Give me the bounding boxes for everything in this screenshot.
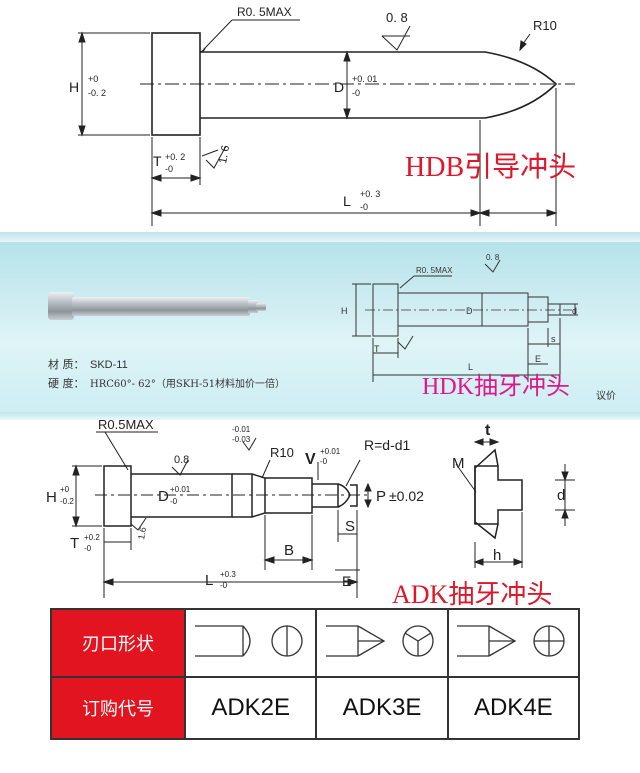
adk-r-formula: R=d-d1 xyxy=(364,437,411,453)
divider-middle xyxy=(0,412,640,420)
adk-side-h-label: h xyxy=(493,547,501,564)
hdk-h-label: H xyxy=(341,306,348,316)
hdb-rmax-label: R0. 5MAX xyxy=(237,5,292,19)
flat-tip-icon xyxy=(194,624,303,657)
tip-shape-header: 刃口形状 xyxy=(50,608,186,678)
quad-tip-icon xyxy=(457,624,565,657)
adk-t-label: T xyxy=(70,535,79,552)
hdk-punch-photo xyxy=(48,292,266,320)
hdb-r10-label: R10 xyxy=(533,18,557,33)
adk-v-tol-bot: -0 xyxy=(320,457,328,466)
hdk-price-note: 议价 xyxy=(596,390,616,402)
hdk-e-label: E xyxy=(535,354,541,364)
adk-v-label: V xyxy=(305,451,316,468)
adk-rough-label: 1.6 xyxy=(136,526,148,540)
adk-body xyxy=(131,473,233,518)
adk-side-m-label: M xyxy=(452,455,465,472)
adk-side-view xyxy=(474,465,523,525)
hdk-surface-label: 0. 8 xyxy=(486,253,500,262)
adk-h-tol-bot: -0.2 xyxy=(60,497,74,506)
hdk-dsmall-label: d xyxy=(572,306,577,316)
adk-l-tol-top: +0.3 xyxy=(220,570,236,579)
hdb-t-tol-bot: -0 xyxy=(165,164,173,174)
hdb-shank xyxy=(200,51,558,119)
hdk-drawing: R0. 5MAX 0. 8 H D d T s E L 材 质： SKD-11 … xyxy=(48,253,616,402)
hdk-material-label: 材 质： xyxy=(48,357,85,371)
tri-tip-icon xyxy=(325,624,434,657)
hdb-surface-label: 0. 8 xyxy=(386,10,408,25)
adk-head xyxy=(103,465,132,527)
hdb-title: HDB引导冲头 xyxy=(405,151,576,183)
hdk-l-label: L xyxy=(468,362,473,372)
adk-t-tol-bot: -0 xyxy=(84,544,92,553)
hdk-s-label: s xyxy=(551,334,556,344)
shape-cell-2e xyxy=(183,608,318,678)
adk-b-label: B xyxy=(284,542,294,559)
shape-cell-3e xyxy=(315,608,449,678)
hdk-hardness-label: 硬 度： xyxy=(48,376,85,390)
hdk-material-value: SKD-11 xyxy=(90,359,128,371)
order-code-row: 订购代号 ADK2E ADK3E ADK4E xyxy=(50,676,581,740)
adk-step-tol-top: -0.01 xyxy=(232,425,251,434)
hdk-hardness-value: HRC60°- 62°（用SKH-51材料加价一倍） xyxy=(90,377,285,390)
hdb-d-tol-bot: -0 xyxy=(352,88,360,98)
adk-h-label: H xyxy=(46,489,57,506)
hdb-h-tol-bot: -0. 2 xyxy=(88,88,106,98)
adk-d-tol-bot: -0 xyxy=(170,497,178,506)
order-code-3e: ADK3E xyxy=(315,676,449,740)
hdk-d-label: D xyxy=(466,306,473,316)
adk-side-d-label: d xyxy=(557,487,565,504)
hdb-t-label: T xyxy=(153,153,162,169)
hdb-panel: R0. 5MAX 0. 8 R10 H +0 -0. 2 D +0. 01 -0… xyxy=(0,0,640,232)
adk-p-tol: ±0.02 xyxy=(389,488,424,504)
hdb-drawing: R0. 5MAX 0. 8 R10 H +0 -0. 2 D +0. 01 -0… xyxy=(69,5,576,226)
adk-d-tol-top: +0.01 xyxy=(170,485,191,494)
order-code-header: 订购代号 xyxy=(50,676,186,740)
divider-top xyxy=(0,232,640,242)
adk-title: ADK抽牙冲头 xyxy=(392,580,552,609)
adk-step-tol-bot: -0.03 xyxy=(232,435,251,444)
adk-h-tol-top: +0 xyxy=(60,485,70,494)
hdb-d-tol-top: +0. 01 xyxy=(352,74,377,84)
adk-surface-label: 0.8 xyxy=(174,454,189,466)
adk-d-label: D xyxy=(158,488,169,505)
adk-e-label: E xyxy=(342,573,351,589)
order-code-2e: ADK2E xyxy=(183,676,318,740)
hdk-title: HDK抽牙冲头 xyxy=(422,373,570,400)
hdk-panel: R0. 5MAX 0. 8 H D d T s E L 材 质： SKD-11 … xyxy=(0,242,640,412)
hdb-l-tol-top: +0. 3 xyxy=(360,189,380,199)
adk-rmax-label: R0.5MAX xyxy=(98,420,154,432)
hdk-t-label: T xyxy=(374,344,380,354)
adk-r10-label: R10 xyxy=(270,445,294,460)
hdk-rmax-label: R0. 5MAX xyxy=(416,266,453,275)
tip-shape-row: 刃口形状 xyxy=(50,608,581,678)
hdb-l-label: L xyxy=(343,193,351,209)
adk-side-t-label: t xyxy=(485,422,491,439)
adk-drawing: R0.5MAX -0.01 -0.03 0.8 R10 V +0.01 -0 R… xyxy=(46,417,575,609)
hdb-d-label: D xyxy=(334,79,344,95)
order-table: 刃口形状 xyxy=(50,608,581,740)
adk-l-tol-bot: -0 xyxy=(220,581,228,590)
hdb-h-tol-top: +0 xyxy=(88,74,98,84)
adk-l-label: L xyxy=(205,572,213,589)
adk-v-tol-top: +0.01 xyxy=(320,447,341,456)
hdb-h-label: H xyxy=(69,79,79,95)
shape-cell-4e xyxy=(446,608,581,678)
hdb-rough-label: 1. 6 xyxy=(217,144,232,164)
order-code-4e: ADK4E xyxy=(446,676,581,740)
adk-s-label: S xyxy=(345,518,355,535)
adk-p-label: P xyxy=(376,488,386,505)
hdb-l-tol-bot: -0 xyxy=(360,202,368,212)
adk-t-tol-top: +0.2 xyxy=(84,533,100,542)
hdb-t-tol-top: +0. 2 xyxy=(165,152,185,162)
